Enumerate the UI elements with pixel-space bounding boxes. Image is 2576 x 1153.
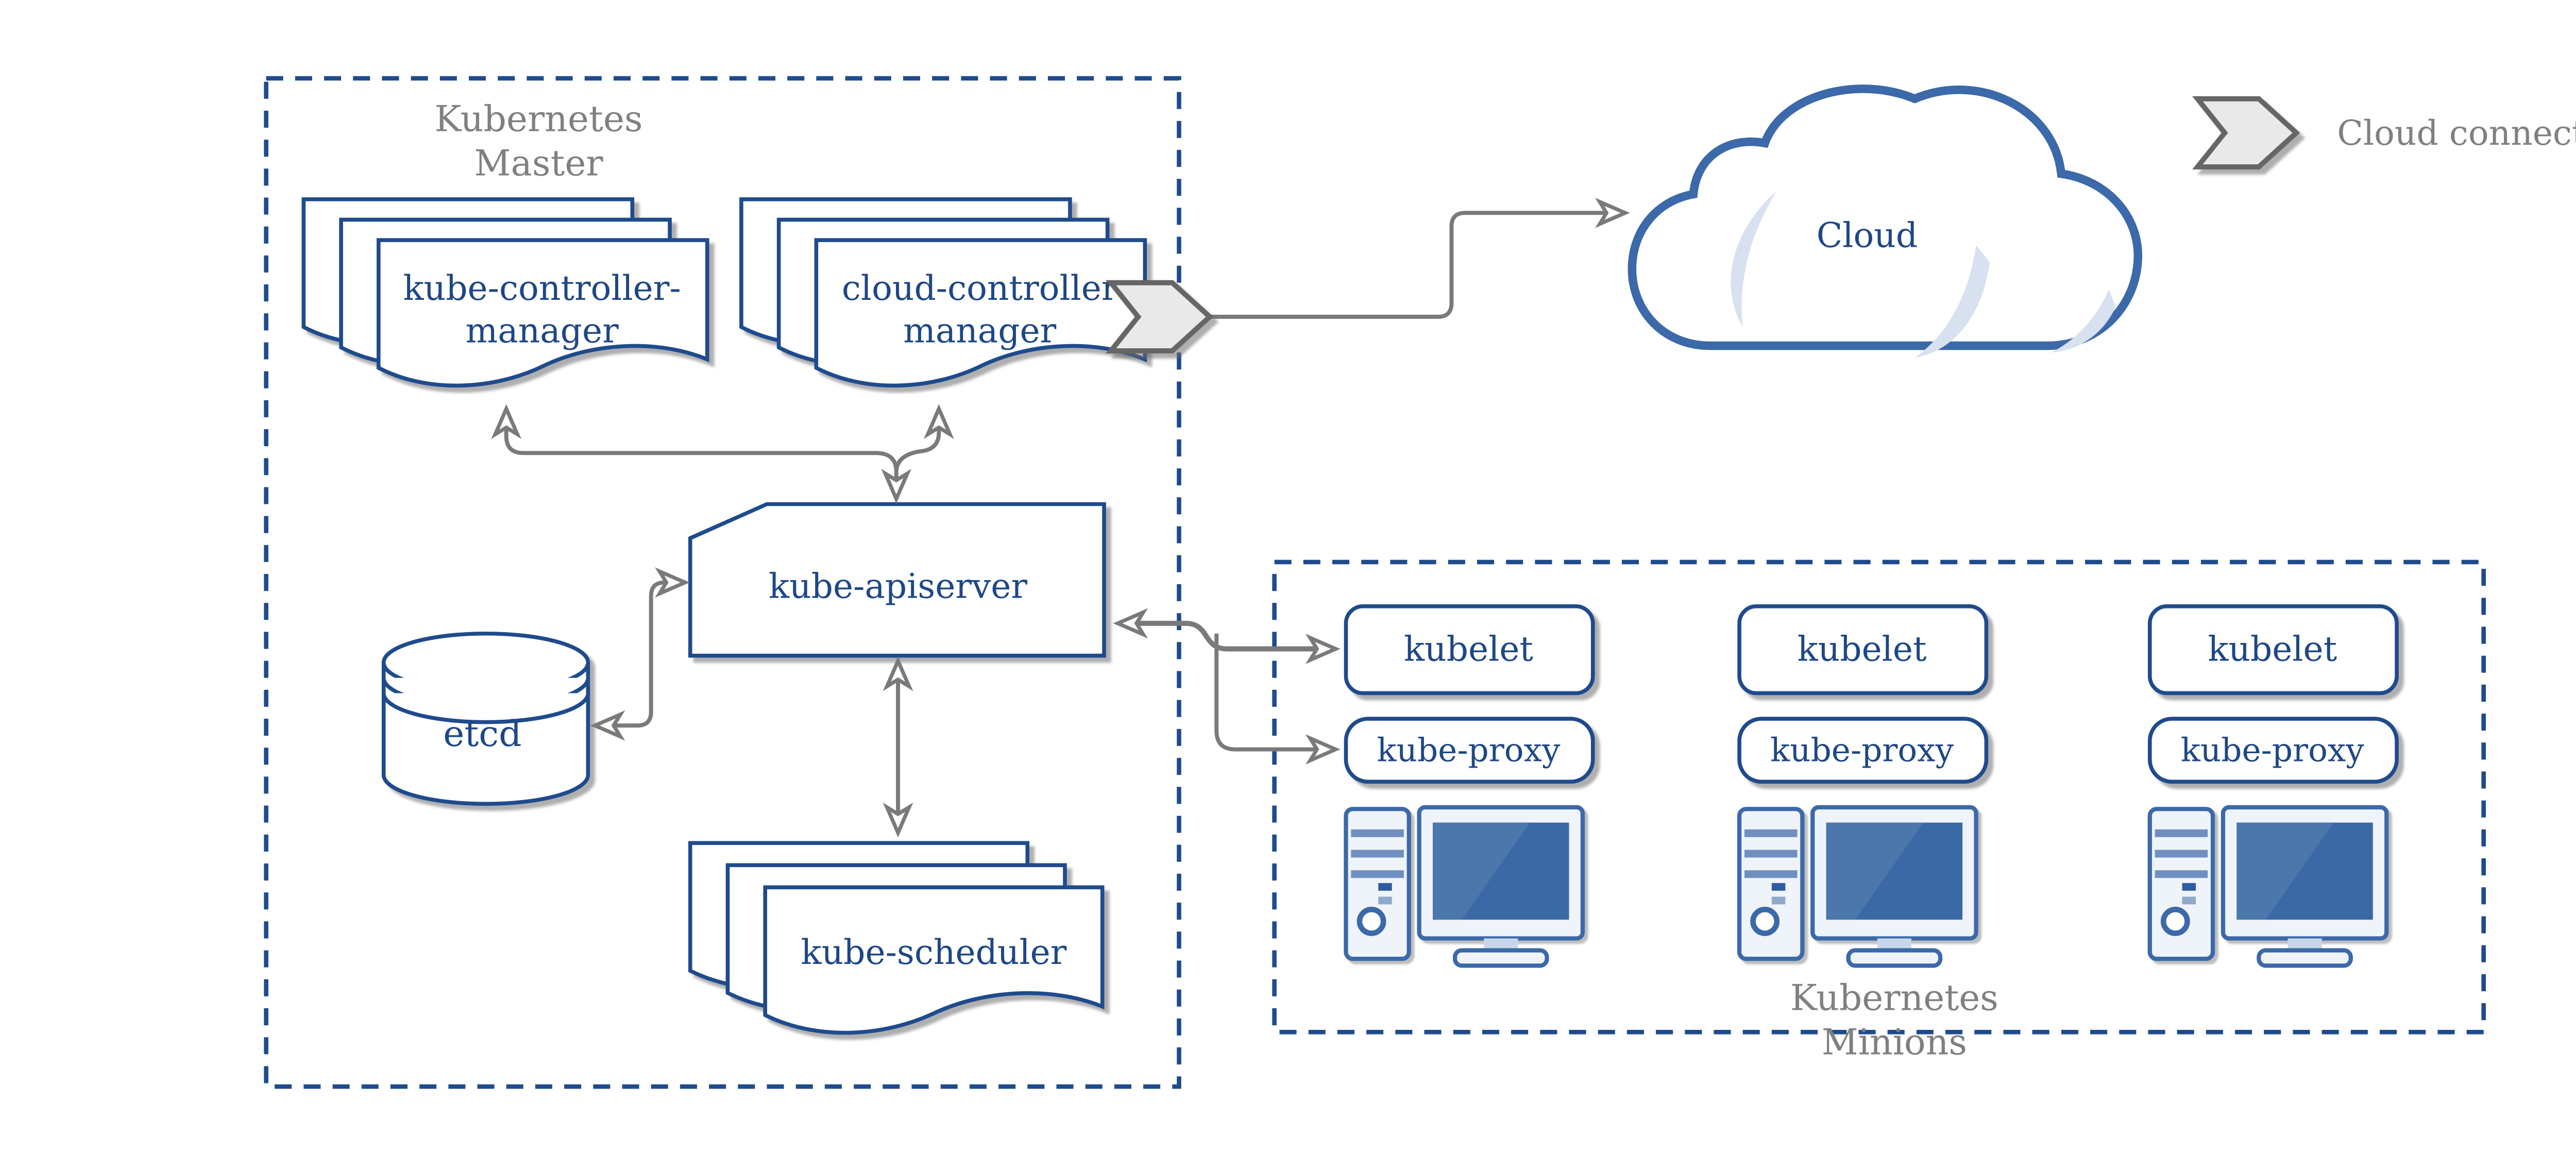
arrow-apiserver-kubelet <box>1119 620 1326 652</box>
legend-cloud-connector-icon <box>2192 96 2300 169</box>
document-card <box>376 238 709 388</box>
kubelet-box <box>2147 604 2399 696</box>
minions-title-line2: Minions <box>1822 1022 1967 1063</box>
cloud-crescent-icon <box>1731 191 1777 327</box>
etcd-node: etcd <box>381 631 590 806</box>
arrow-apiserver-etcd <box>600 580 680 728</box>
computer-icon <box>1739 807 1976 965</box>
connectors <box>504 211 1615 829</box>
kube-proxy-label: kube-proxy <box>2181 732 2365 769</box>
cloud-connector-icon <box>1105 280 1214 353</box>
kubelet-box <box>1737 604 1989 696</box>
kubelet-label: kubelet <box>1798 630 1927 669</box>
cloud-shape <box>1628 84 2142 350</box>
kube-apiserver-shape <box>688 502 1106 658</box>
cloud-node: Cloud <box>1628 84 2142 358</box>
kube-scheduler-node: kube-scheduler <box>688 841 1105 1035</box>
minion-node-1: kubelet kube-proxy <box>1344 604 1595 966</box>
kube-scheduler-label: kube-scheduler <box>801 932 1067 972</box>
legend-cloud-connector-label: Cloud connector <box>2337 113 2576 153</box>
kubelet-label: kubelet <box>1404 630 1533 669</box>
minion-node-3: kubelet kube-proxy <box>2147 604 2399 966</box>
arrow-apiserver-kube-proxy <box>1214 633 1326 752</box>
kube-controller-manager-label-line1: kube-controller- <box>403 268 681 308</box>
kubelet-box <box>1344 604 1595 696</box>
arrow-kube-controller-apiserver <box>504 412 899 491</box>
cloud-controller-manager-label-line2: manager <box>903 311 1057 350</box>
master-title-line2: Master <box>474 143 603 184</box>
cloud-controller-manager-label-line1: cloud-controller <box>842 268 1118 308</box>
cloud-controller-manager-node: cloud-controller manager <box>739 197 1147 388</box>
arrow-cloud-connector-line <box>1209 211 1615 319</box>
master-title-line1: Kubernetes <box>434 99 642 140</box>
cloud-crescent-icon <box>2051 289 2116 353</box>
etcd-cylinder-ring <box>381 693 590 724</box>
document-card <box>763 885 1105 1035</box>
cloud-crescent-icon <box>1914 245 1990 358</box>
kube-proxy-label: kube-proxy <box>1770 732 1954 769</box>
kube-apiserver-node: kube-apiserver <box>688 502 1106 658</box>
kube-proxy-box <box>1344 717 1595 784</box>
legend: Cloud connector <box>2192 96 2576 169</box>
kube-apiserver-label: kube-apiserver <box>769 566 1027 606</box>
minions-title-line1: Kubernetes <box>1790 977 1998 1019</box>
etcd-label: etcd <box>443 714 521 755</box>
computer-icon <box>2150 807 2387 965</box>
kubelet-label: kubelet <box>2208 630 2337 669</box>
arrow-cloud-controller-apiserver <box>894 412 941 471</box>
computer-icon <box>1346 807 1583 965</box>
kubernetes-master-border <box>264 76 1181 1089</box>
cloud-label: Cloud <box>1817 215 1918 255</box>
kube-controller-manager-label-line2: manager <box>466 311 619 350</box>
kube-controller-manager-node: kube-controller- manager <box>301 197 709 388</box>
minion-node-2: kubelet kube-proxy <box>1737 604 1989 966</box>
kube-proxy-label: kube-proxy <box>1377 732 1561 769</box>
kube-proxy-box <box>2147 717 2399 784</box>
kube-proxy-box <box>1737 717 1989 784</box>
document-card <box>814 238 1147 388</box>
